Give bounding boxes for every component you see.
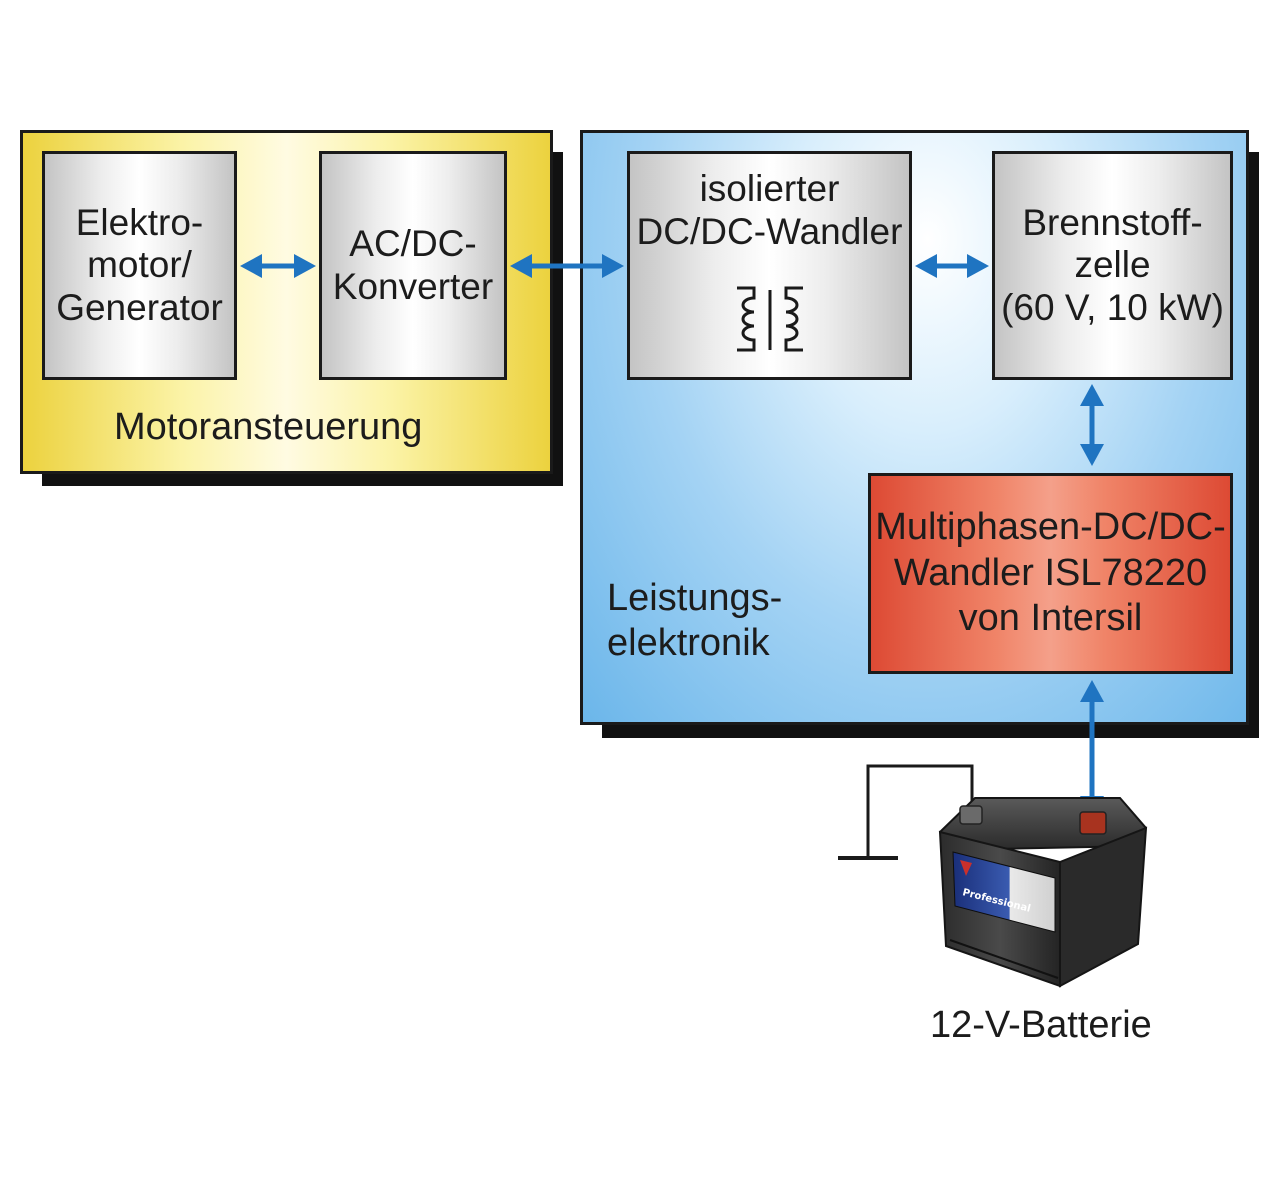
motor-generator-box: Elektro- motor/ Generator <box>42 151 237 380</box>
battery-label: 12-V-Batterie <box>930 1004 1152 1046</box>
motor-box-line-1: Elektro- <box>75 201 204 243</box>
arrow-fuelcell-multiphase <box>1080 384 1104 466</box>
multiphase-dc-dc-box: Multiphasen-DC/DC- Wandler ISL78220 von … <box>868 473 1233 674</box>
isolated-box-line-2: DC/DC-Wandler <box>636 210 903 252</box>
converter-box-line-2: Konverter <box>332 265 494 307</box>
isolated-box-line-1: isolierter <box>699 168 840 209</box>
fuelcell-box-line-2: zelle <box>1074 244 1151 286</box>
arrow-converter-isolated <box>510 254 624 278</box>
multiphase-box-line-1: Multiphasen-DC/DC- <box>875 506 1226 549</box>
power-label-line-1: Leistungs- <box>607 577 783 619</box>
battery-icon: Professional <box>938 797 1148 988</box>
arrow-motor-converter <box>240 254 316 278</box>
fuelcell-box-line-3: (60 V, 10 kW) <box>1001 286 1224 328</box>
power-electronics-label: Leistungs- elektronik <box>607 576 782 666</box>
transformer-icon <box>737 286 803 352</box>
motor-control-label: Motoransteuerung <box>114 406 423 448</box>
fuel-cell-box: Brennstoff- zelle (60 V, 10 kW) <box>992 151 1233 380</box>
multiphase-box-line-2: Wandler ISL78220 <box>893 551 1208 594</box>
motor-box-line-3: Generator <box>56 286 223 328</box>
arrow-isolated-fuelcell <box>915 254 989 278</box>
power-label-line-2: elektronik <box>607 621 770 664</box>
fuelcell-box-line-1: Brennstoff- <box>1022 201 1203 243</box>
ground-wire <box>838 764 974 860</box>
motor-box-line-2: motor/ <box>87 244 192 286</box>
ac-dc-converter-box: AC/DC- Konverter <box>319 151 507 380</box>
converter-box-line-1: AC/DC- <box>349 222 477 264</box>
multiphase-box-line-3: von Intersil <box>958 597 1143 640</box>
